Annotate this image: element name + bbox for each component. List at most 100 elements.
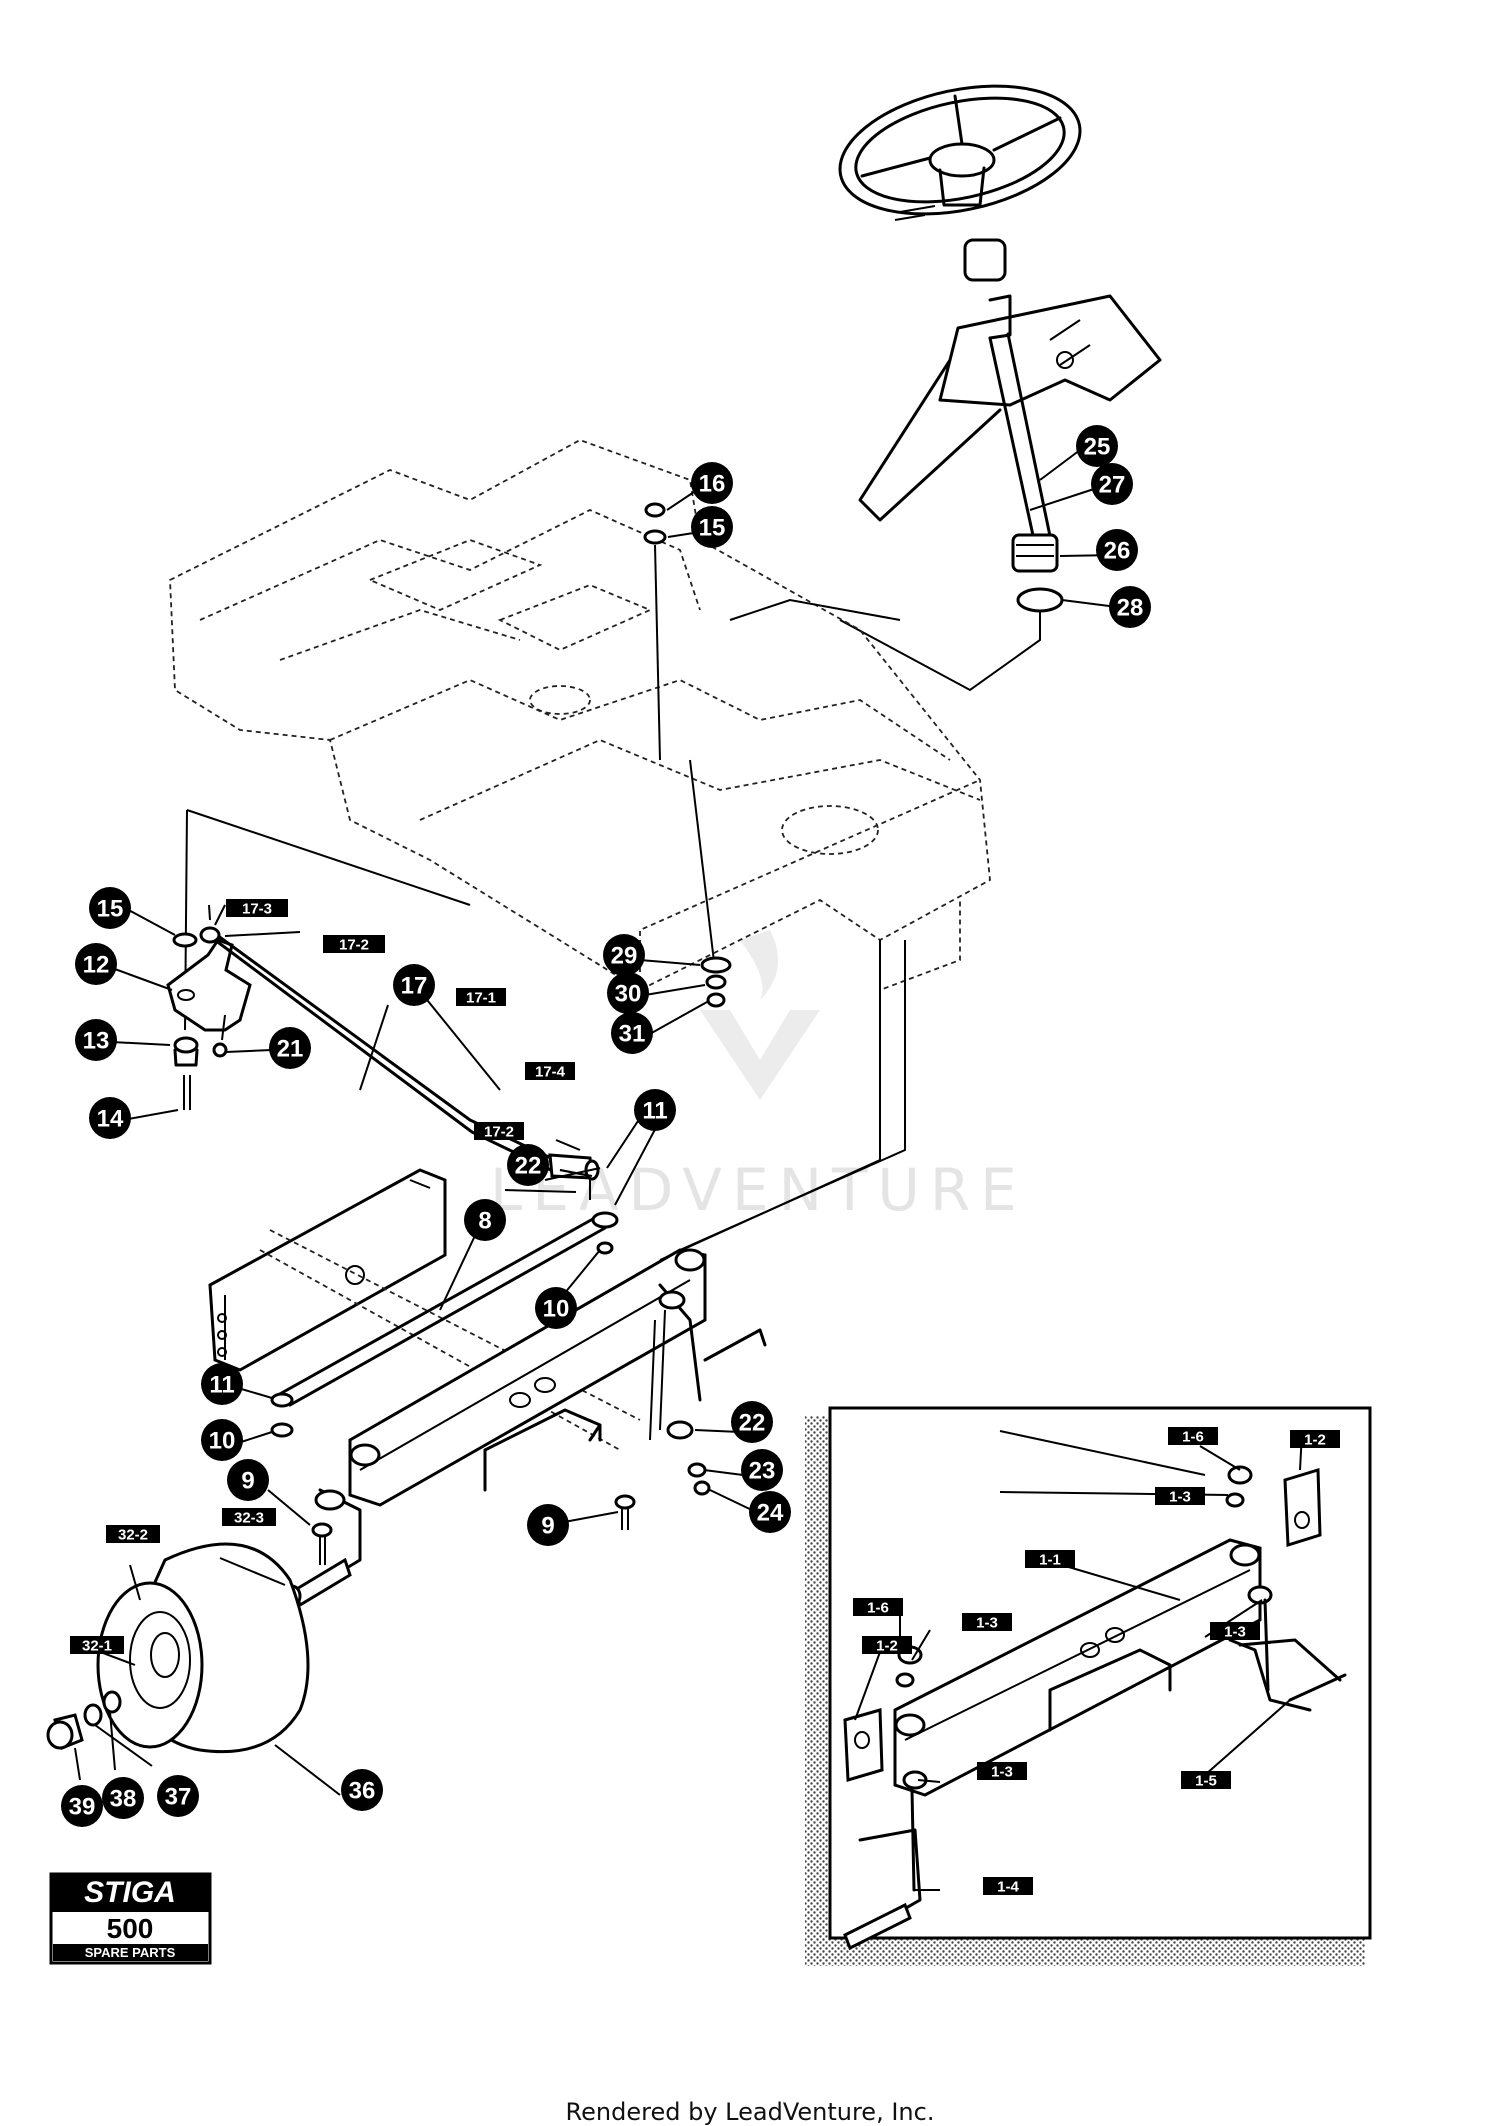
part-label-1-3: 1-3 bbox=[1210, 1622, 1260, 1641]
part-label-box bbox=[853, 1598, 903, 1616]
callout-10: 10 bbox=[201, 1419, 243, 1461]
part-label-box bbox=[962, 1613, 1012, 1631]
callout-label: 39 bbox=[69, 1794, 96, 1821]
callout-37: 37 bbox=[157, 1775, 199, 1817]
callout-36: 36 bbox=[341, 1769, 383, 1811]
callout-circles: 1615252726281512131421172930311122810111… bbox=[61, 425, 1151, 1827]
callout-label: 28 bbox=[1117, 595, 1144, 622]
callout-circle bbox=[527, 1504, 569, 1546]
callout-circle bbox=[89, 1097, 131, 1139]
part-label-1-1: 1-1 bbox=[1025, 1550, 1075, 1569]
callout-circle bbox=[393, 964, 435, 1006]
part-label-box bbox=[222, 1508, 276, 1526]
steering-wheel-assembly bbox=[838, 84, 1162, 692]
callout-label: 22 bbox=[515, 1153, 542, 1180]
callout-26: 26 bbox=[1096, 529, 1138, 571]
part-label-1-4: 1-4 bbox=[983, 1877, 1033, 1896]
callout-circle bbox=[227, 1459, 269, 1501]
part-label-text: 1-3 bbox=[976, 1615, 998, 1632]
callout-circle bbox=[535, 1287, 577, 1329]
part-label-1-3: 1-3 bbox=[977, 1762, 1027, 1781]
callout-circle bbox=[1076, 425, 1118, 467]
callout-label: 11 bbox=[642, 1098, 667, 1125]
callout-10: 10 bbox=[535, 1287, 577, 1329]
callout-label: 15 bbox=[699, 515, 726, 542]
part-label-32-3: 32-3 bbox=[222, 1508, 276, 1527]
callout-label: 16 bbox=[699, 471, 726, 498]
part-label-box bbox=[106, 1525, 160, 1543]
part-label-box bbox=[1168, 1427, 1218, 1445]
callout-circle bbox=[607, 972, 649, 1014]
callout-16: 16 bbox=[691, 462, 733, 504]
callout-circle bbox=[201, 1419, 243, 1461]
callout-label: 21 bbox=[277, 1036, 304, 1063]
callout-22: 22 bbox=[731, 1401, 773, 1443]
callout-circle bbox=[269, 1027, 311, 1069]
callout-circle bbox=[634, 1089, 676, 1131]
callout-27: 27 bbox=[1091, 463, 1133, 505]
callout-label: 24 bbox=[757, 1500, 784, 1527]
part-label-1-3: 1-3 bbox=[1155, 1487, 1205, 1506]
callout-12: 12 bbox=[75, 943, 117, 985]
callout-circle bbox=[61, 1785, 103, 1827]
callout-label: 38 bbox=[110, 1786, 137, 1813]
callout-8: 8 bbox=[464, 1199, 506, 1241]
callout-label: 12 bbox=[83, 952, 110, 979]
callout-label: 27 bbox=[1099, 472, 1126, 499]
footer-credit: Rendered by LeadVenture, Inc. bbox=[565, 2098, 935, 2126]
callout-label: 11 bbox=[209, 1372, 234, 1399]
part-label-1-6: 1-6 bbox=[853, 1598, 903, 1617]
logo-model: 500 bbox=[107, 1913, 154, 1944]
callout-circle bbox=[1091, 463, 1133, 505]
part-label-text: 32-3 bbox=[234, 1510, 264, 1527]
callout-circle bbox=[611, 1012, 653, 1054]
part-label-box bbox=[456, 988, 506, 1006]
part-label-box bbox=[1210, 1622, 1260, 1640]
wheel-assembly bbox=[46, 1542, 310, 1754]
part-label-box bbox=[977, 1762, 1027, 1780]
callout-label: 31 bbox=[619, 1021, 646, 1048]
callout-30: 30 bbox=[607, 972, 649, 1014]
callout-9: 9 bbox=[527, 1504, 569, 1546]
stiga-logo: STIGA 500 SPARE PARTS bbox=[49, 1872, 212, 1965]
part-label-text: 1-3 bbox=[991, 1764, 1013, 1781]
sector-gear-group bbox=[166, 809, 471, 1110]
callout-13: 13 bbox=[75, 1019, 117, 1061]
part-label-17-4: 17-4 bbox=[525, 1062, 575, 1081]
logo-subtitle: SPARE PARTS bbox=[85, 1945, 176, 1960]
part-label-1-5: 1-5 bbox=[1181, 1771, 1231, 1790]
callout-15: 15 bbox=[691, 506, 733, 548]
callout-circle bbox=[201, 1363, 243, 1405]
callout-circle bbox=[741, 1449, 783, 1491]
callout-label: 25 bbox=[1084, 434, 1111, 461]
callout-circle bbox=[89, 887, 131, 929]
callout-label: 10 bbox=[543, 1296, 570, 1323]
part-label-1-2: 1-2 bbox=[862, 1636, 912, 1655]
callout-label: 15 bbox=[97, 896, 124, 923]
part-label-box bbox=[525, 1062, 575, 1080]
part-label-17-1: 17-1 bbox=[456, 988, 506, 1007]
part-label-text: 1-6 bbox=[867, 1600, 889, 1617]
callout-24: 24 bbox=[749, 1491, 791, 1533]
callout-circle bbox=[1109, 586, 1151, 628]
callout-11: 11 bbox=[634, 1089, 676, 1131]
callout-9: 9 bbox=[227, 1459, 269, 1501]
callout-circle bbox=[157, 1775, 199, 1817]
part-label-box bbox=[862, 1636, 912, 1654]
center-hardware bbox=[643, 502, 906, 1261]
callout-11: 11 bbox=[201, 1363, 243, 1405]
part-label-box bbox=[226, 899, 288, 917]
callout-circle bbox=[749, 1491, 791, 1533]
callout-circle bbox=[691, 506, 733, 548]
part-label-1-2: 1-2 bbox=[1290, 1430, 1340, 1449]
callout-label: 17 bbox=[401, 973, 428, 1000]
callout-label: 22 bbox=[739, 1410, 766, 1437]
part-label-1-3: 1-3 bbox=[962, 1613, 1012, 1632]
callout-21: 21 bbox=[269, 1027, 311, 1069]
part-label-text: 17-2 bbox=[484, 1124, 514, 1141]
callout-circle bbox=[603, 934, 645, 976]
callout-25: 25 bbox=[1076, 425, 1118, 467]
callout-31: 31 bbox=[611, 1012, 653, 1054]
part-label-text: 1-5 bbox=[1195, 1773, 1217, 1790]
